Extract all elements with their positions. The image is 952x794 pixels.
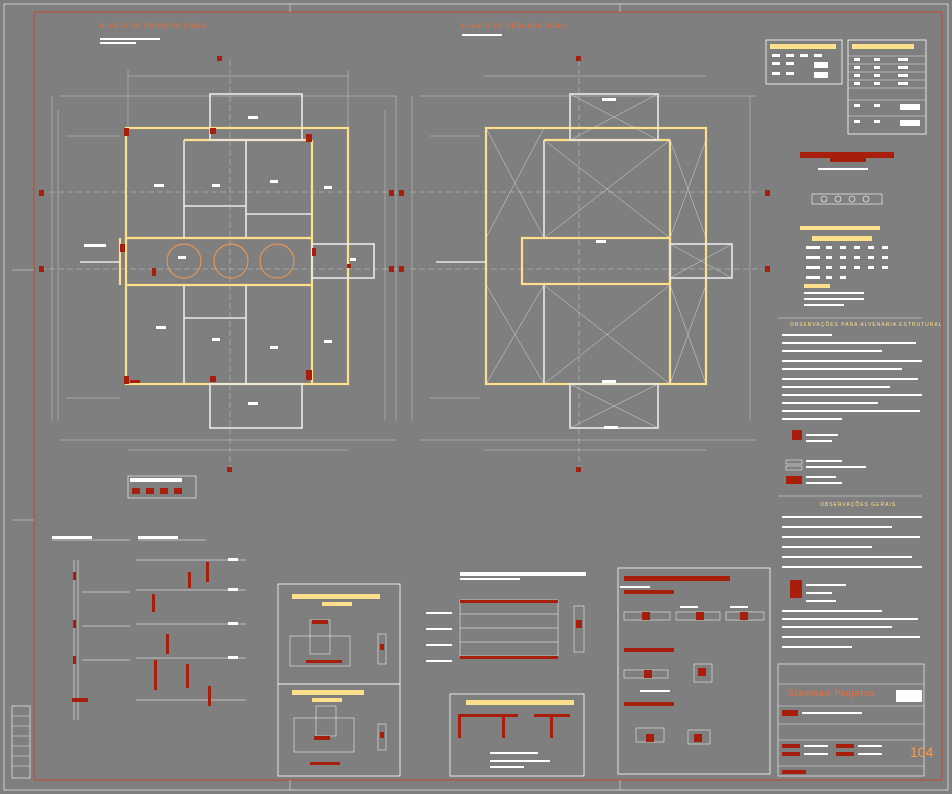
detail-box-lintel [449,572,586,777]
block-detail [800,152,894,306]
detail-box-connections [617,567,771,775]
inner-border [33,11,943,781]
company-name: Steeman Projetos [788,688,876,698]
detail-box-wall-section [277,583,401,777]
obs-alvenaria-title: OBSERVAÇÕES PARA ALVENARIA ESTRUTURAL [790,322,943,328]
legend-table [127,475,197,499]
floor-plan-second-course [399,56,770,472]
wall-section-elevations [52,539,246,720]
sheet-number: 104 [910,744,934,760]
outer-border [3,3,949,791]
obs-gerais-title: OBSERVAÇÕES GERAIS [820,502,897,508]
plan-left-title: PLANTA DE PRIMEIRA FIADA [100,24,207,30]
revision-table [11,705,31,779]
title-block [777,663,925,777]
detail-sample-lines [426,586,748,692]
floor-plan-first-course [39,56,400,472]
quantity-tables [765,39,927,135]
plan-right-title: PLANTA DE SEGUNDA FIADA [462,24,568,30]
observations-block [778,317,922,648]
